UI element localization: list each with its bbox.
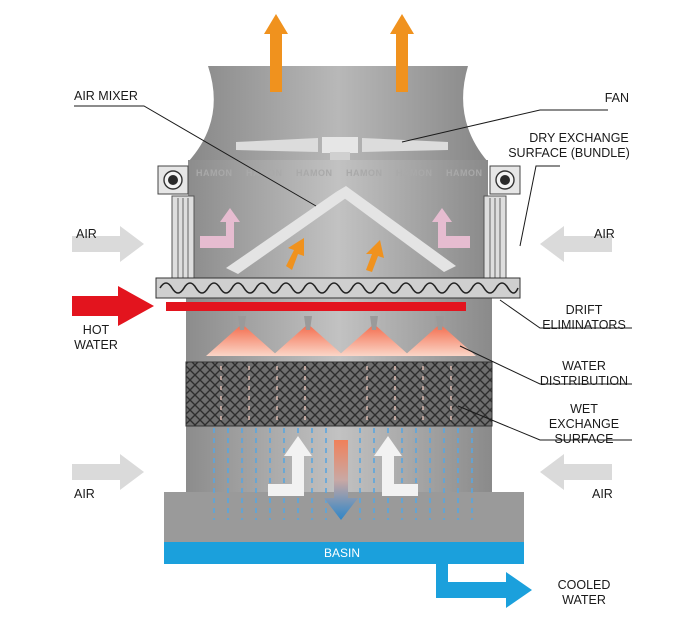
svg-text:HAMON: HAMON <box>446 168 483 178</box>
air-inflow-arrows <box>72 226 612 490</box>
drift-eliminators <box>155 277 521 299</box>
center-down-arrow <box>324 440 358 520</box>
label-exchange: EXCHANGE <box>549 417 619 431</box>
spray-nozzles <box>206 316 476 356</box>
exhaust-arrows <box>264 14 414 92</box>
label-water: WATER <box>562 359 606 373</box>
label-air-right-bottom: AIR <box>592 487 613 501</box>
svg-text:HAMON: HAMON <box>246 168 283 178</box>
inner-air-arrows <box>268 436 418 496</box>
svg-text:HAMON: HAMON <box>296 168 333 178</box>
label-wet: WET <box>570 402 598 416</box>
label-surface: SURFACE <box>554 432 613 446</box>
label-fan: FAN <box>605 91 629 105</box>
svg-text:HAMON: HAMON <box>396 168 433 178</box>
label-distribution: DISTRIBUTION <box>540 374 628 388</box>
dry-exchange-bundle-left <box>157 165 195 281</box>
label-air-left-bottom: AIR <box>74 487 95 501</box>
label-drift: DRIFT <box>566 303 603 317</box>
basin-label: BASIN <box>324 546 360 560</box>
label-eliminators: ELIMINATORS <box>542 318 626 332</box>
air-mixer-panels <box>226 186 456 274</box>
cooled-water-arrow <box>436 560 532 608</box>
label-air-mixer: AIR MIXER <box>74 89 138 103</box>
label-hot: HOT <box>83 323 110 337</box>
dry-exchange-bundle-right <box>483 165 521 281</box>
label-cooled-water: WATER <box>562 593 606 607</box>
label-air-right-top: AIR <box>594 227 615 241</box>
fan-icon <box>236 137 448 160</box>
callout-lines <box>74 105 632 441</box>
fan-stack <box>188 66 488 162</box>
label-air-left-top: AIR <box>76 227 97 241</box>
label-hot-water: WATER <box>74 338 118 352</box>
label-dry-exchange-2: SURFACE (BUNDLE) <box>508 146 630 160</box>
wet-exchange-fill <box>185 361 493 427</box>
hot-water-arrow <box>72 286 154 326</box>
svg-text:HAMON: HAMON <box>196 168 233 178</box>
svg-text:HAMON: HAMON <box>346 168 383 178</box>
pink-flow-arrows <box>200 208 470 248</box>
warm-air-arrows <box>286 238 384 272</box>
label-dry-exchange-1: DRY EXCHANGE <box>529 131 629 145</box>
basin <box>164 542 524 564</box>
hot-water-pipe <box>166 302 466 311</box>
brand-watermark: HAMON HAMON HAMON HAMON HAMON HAMON <box>196 168 483 178</box>
label-cooled: COOLED <box>558 578 611 592</box>
